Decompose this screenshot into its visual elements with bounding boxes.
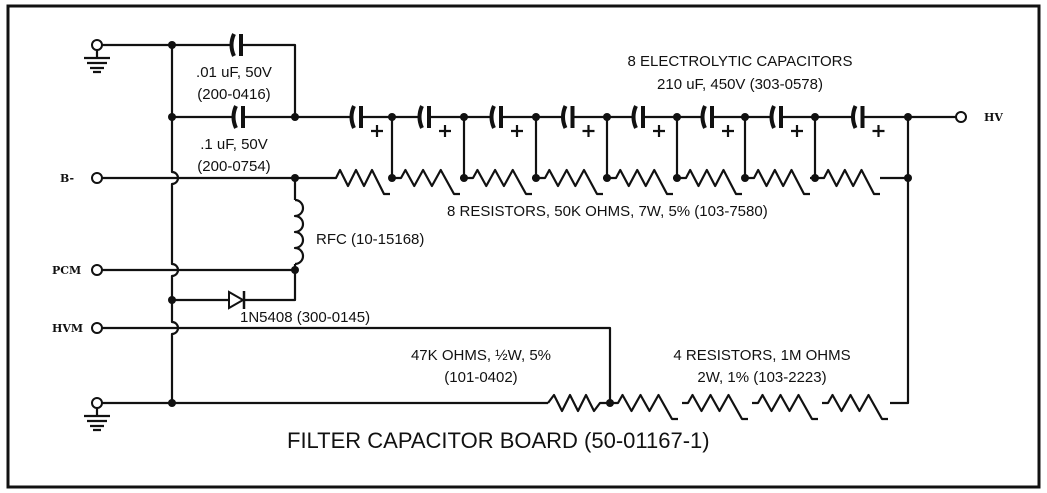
electrolytic-capacitor xyxy=(677,105,745,137)
rfc-label: RFC (10-15168) xyxy=(316,231,424,248)
electrolytic-capacitor xyxy=(536,105,607,137)
resistor-1m xyxy=(822,393,888,421)
junction-dot xyxy=(460,174,468,182)
diode-label: 1N5408 (300-0145) xyxy=(240,309,370,326)
junction-dot xyxy=(606,399,614,407)
terminal-hv[interactable] xyxy=(955,111,967,123)
junction-dot xyxy=(168,113,176,121)
terminal-ground-top[interactable] xyxy=(84,39,110,74)
junction-dot xyxy=(291,266,299,274)
electrolytics-spec: 210 uF, 450V (303-0578) xyxy=(657,76,823,93)
junction-dot xyxy=(388,113,396,121)
junction-dot xyxy=(904,113,912,121)
resistor-1m xyxy=(612,393,678,421)
terminal-b-minus[interactable] xyxy=(91,172,103,184)
r47k-part: (101-0402) xyxy=(444,369,517,386)
junction-dot xyxy=(291,113,299,121)
label-pcm: PCM xyxy=(52,264,81,277)
junction-dot xyxy=(291,174,299,182)
resistor-50k xyxy=(680,168,748,196)
board-title: FILTER CAPACITOR BOARD (50-01167-1) xyxy=(287,428,710,453)
junction-dot xyxy=(603,174,611,182)
resistor-50k xyxy=(818,168,880,196)
cap2-value: .1 uF, 50V xyxy=(200,136,268,153)
frame-border xyxy=(6,4,1041,489)
terminal-pcm[interactable] xyxy=(91,264,103,276)
label-b-minus: B- xyxy=(60,172,74,185)
label-hv: HV xyxy=(984,111,1003,124)
resistor-50k xyxy=(748,168,818,196)
terminal-hvm[interactable] xyxy=(91,322,103,334)
junctions xyxy=(168,41,912,407)
terminal-ground-bottom[interactable] xyxy=(84,397,110,432)
junction-dot xyxy=(532,174,540,182)
junction-dot xyxy=(168,41,176,49)
electrolytic-capacitor xyxy=(340,105,392,137)
resistor-1m xyxy=(752,393,818,421)
junction-dot xyxy=(388,174,396,182)
cap1-part: (200-0416) xyxy=(197,86,270,103)
cap1-value: .01 uF, 50V xyxy=(196,64,272,81)
cap2-part: (200-0754) xyxy=(197,158,270,175)
electrolytic-capacitor xyxy=(607,105,677,137)
electrolytic-capacitor xyxy=(464,105,536,137)
junction-dot xyxy=(673,113,681,121)
junction-dot xyxy=(168,296,176,304)
rfc-inductor xyxy=(293,198,305,266)
resistor-50k xyxy=(330,168,395,196)
junction-dot xyxy=(532,113,540,121)
junction-dot xyxy=(904,174,912,182)
junction-dot xyxy=(811,113,819,121)
electrolytic-capacitor xyxy=(745,105,815,137)
label-hvm: HVM xyxy=(52,322,83,335)
resistor-string-label: 8 RESISTORS, 50K OHMS, 7W, 5% (103-7580) xyxy=(447,203,768,220)
electrolytics-title: 8 ELECTROLYTIC CAPACITORS xyxy=(627,53,852,70)
r1m-spec: 2W, 1% (103-2223) xyxy=(697,369,826,386)
capacitor-01uf xyxy=(231,105,245,129)
resistor-1m xyxy=(682,393,748,421)
junction-dot xyxy=(168,399,176,407)
resistor-50k xyxy=(467,168,539,196)
r47k-value: 47K OHMS, ½W, 5% xyxy=(411,347,551,364)
electrolytic-capacitor xyxy=(815,105,908,137)
resistor-50k xyxy=(610,168,680,196)
r1m-title: 4 RESISTORS, 1M OHMS xyxy=(673,347,850,364)
junction-dot xyxy=(603,113,611,121)
junction-dot xyxy=(741,174,749,182)
electrolytic-capacitor xyxy=(392,105,464,137)
junction-dot xyxy=(460,113,468,121)
diode-1n5408 xyxy=(228,290,246,310)
resistor-50k xyxy=(539,168,610,196)
junction-dot xyxy=(741,113,749,121)
junction-dot xyxy=(673,174,681,182)
resistor-50k xyxy=(395,168,467,196)
junction-dot xyxy=(811,174,819,182)
resistor-47k xyxy=(547,393,610,413)
capacitor-001uf xyxy=(229,33,243,57)
wiring-generated xyxy=(330,105,908,421)
